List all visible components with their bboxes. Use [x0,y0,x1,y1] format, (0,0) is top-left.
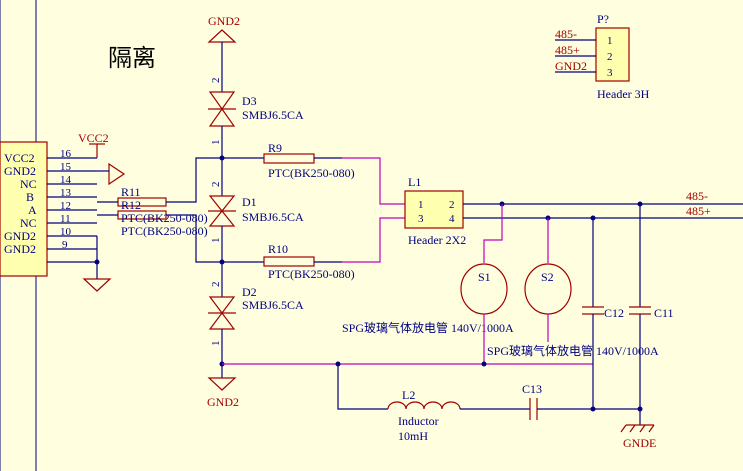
p-net2: 485+ [555,43,580,57]
l2-name: Inductor [398,414,439,428]
vcc2-label: VCC2 [78,131,109,145]
pin-name: NC [20,216,37,230]
junction [481,361,487,367]
p-ref: P? [597,12,609,26]
net-wire [483,204,503,263]
pin-number: 11 [60,213,71,225]
junction [590,406,596,412]
l1-pin2: 2 [449,199,455,211]
d3-value: SMBJ6.5CA [242,108,304,122]
pin-number: 16 [60,148,72,160]
p-name: Header 3H [597,87,650,101]
capacitor-c13[interactable] [529,398,538,420]
gnd2-bottom-symbol[interactable] [207,377,237,391]
pin-name: GND2 [4,242,36,256]
pin-number: 12 [60,200,71,212]
vcc2-power-port[interactable] [89,143,105,158]
pin-number: 13 [60,187,72,199]
gnd2-ground-symbol[interactable] [82,236,112,292]
header-p[interactable] [595,27,630,82]
d3-pin2: 2 [210,78,222,84]
pin-name: A [28,203,37,217]
r11-ref: R11 [121,185,141,199]
p-pin1: 1 [607,35,613,47]
net-label-485-plus: 485+ [686,204,711,218]
sheet-title: 隔离 [108,44,156,72]
pin-number: 10 [60,226,72,238]
d1-ref: D1 [242,195,257,209]
r12-ref: R12 [121,198,141,212]
d2-pin1: 1 [210,341,222,347]
net-wire [342,157,405,205]
r10-ref: R10 [268,242,288,256]
inductor-l2[interactable] [387,401,461,410]
r10-value: PTC(BK250-080) [268,267,355,281]
l1-pin3: 3 [418,213,424,225]
pin-name: GND2 [4,229,36,243]
l1-pin1: 1 [418,199,424,211]
gnd2-bottom-label: GND2 [207,395,239,409]
p-net3: GND2 [555,59,587,73]
wire [166,157,221,203]
s2-ref: S2 [541,270,554,284]
d1-pin2: 2 [210,182,222,188]
net-label-485-minus: 485- [686,189,708,203]
r9-value: PTC(BK250-080) [268,166,355,180]
capacitor-c12[interactable] [582,306,604,315]
pin-name: GND2 [4,164,36,178]
pin-number: 9 [62,239,68,251]
net-wire [342,217,405,263]
resistor-r9[interactable] [263,153,315,164]
resistor-r10[interactable] [263,256,315,267]
d2-ref: D2 [242,285,257,299]
tvs-diode-d1[interactable] [208,195,236,227]
gnd2-top-symbol[interactable] [207,29,237,43]
capacitor-c11[interactable] [629,306,651,315]
pin-number: 15 [60,161,72,173]
d3-pin1: 1 [210,140,222,146]
s2-value: SPG玻璃气体放电管 140V/1000A [487,343,659,358]
pin-name: NC [20,177,37,191]
p-pin2: 2 [607,51,613,63]
gnd2-top-label: GND2 [208,14,240,28]
d3-ref: D3 [242,94,257,108]
tvs-diode-d3[interactable] [208,91,236,127]
c12-ref: C12 [604,306,624,320]
left-connector-pins [47,157,97,250]
c13-ref: C13 [522,382,542,396]
wire [166,214,221,263]
p-pin3: 3 [607,67,613,79]
tvs-diode-d2[interactable] [208,296,236,330]
r12-value: PTC(BK250-080) [121,224,208,238]
l2-value: 10mH [398,429,428,443]
r9-ref: R9 [268,141,282,155]
s1-value: SPG玻璃气体放电管 140V/1000A [342,320,514,335]
r11-value: PTC(BK250-080) [121,211,208,225]
p-net1: 485- [555,27,577,41]
d1-pin1: 1 [210,238,222,244]
pin-name: B [26,190,34,204]
header-l1[interactable] [404,190,464,229]
junction [637,406,643,412]
d2-value: SMBJ6.5CA [242,298,304,312]
gnde-label: GNDE [623,436,656,450]
pin-name: VCC2 [4,151,35,165]
wire [337,364,388,410]
s1-ref: S1 [478,270,491,284]
l1-ref: L1 [408,175,421,189]
gnd-symbol[interactable] [97,162,126,186]
left-connector[interactable] [0,141,48,277]
c11-ref: C11 [654,306,674,320]
d1-value: SMBJ6.5CA [242,210,304,224]
l2-ref: L2 [402,388,415,402]
d2-pin2: 2 [210,282,222,288]
l1-name: Header 2X2 [408,233,466,247]
pin-number: 14 [60,174,72,186]
gnde-earth-symbol[interactable] [620,424,655,433]
l1-pin4: 4 [449,213,455,225]
